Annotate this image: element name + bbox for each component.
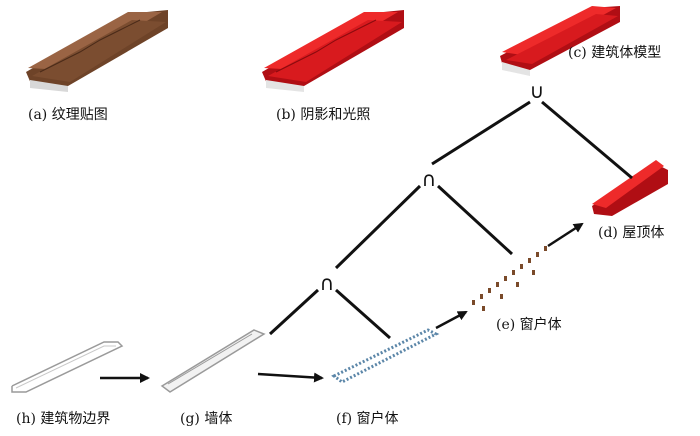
label-building-footprint: (h) 建筑物边界 — [16, 411, 111, 427]
operator-union: ∪ — [530, 79, 545, 103]
shaded-lit-building-model — [262, 10, 404, 92]
label-roof-volume: (d) 屋顶体 — [598, 225, 665, 241]
building-footprint-outline — [11, 341, 124, 393]
window-volume-blocks — [472, 246, 547, 311]
window-outline-model — [331, 328, 440, 384]
label-wall-volume: (g) 墙体 — [180, 411, 233, 427]
operation-tree-lines — [268, 100, 633, 340]
roof-volume — [592, 160, 668, 216]
label-texture-mapping: (a) 纹理贴图 — [28, 107, 108, 123]
label-shadow-lighting: (b) 阴影和光照 — [276, 107, 371, 123]
label-window-volume-e: (e) 窗户体 — [496, 317, 562, 333]
process-arrows — [100, 222, 584, 383]
label-window-volume-f: (f) 窗户体 — [336, 411, 399, 427]
wall-volume — [160, 329, 266, 393]
textured-building-model — [26, 10, 168, 92]
building-volume-model — [500, 6, 620, 76]
operator-intersection-middle: ∩ — [422, 167, 437, 191]
label-building-volume: (c) 建筑体模型 — [568, 45, 662, 61]
operator-intersection-bottom: ∩ — [320, 271, 335, 295]
